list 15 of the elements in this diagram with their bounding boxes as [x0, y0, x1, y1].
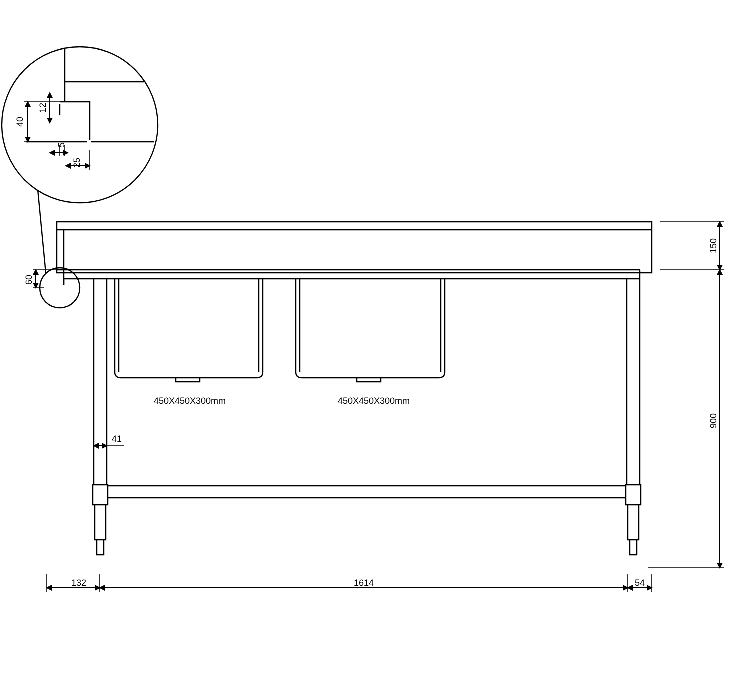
leader-line — [37, 190, 47, 274]
dimension-label: 40 — [15, 117, 25, 127]
detail-marker-circle — [39, 267, 81, 309]
dimension-label: 12 — [38, 103, 48, 113]
dimension-label: 1614 — [354, 578, 374, 588]
sink-size-label: 450X450X300mm — [154, 396, 226, 406]
dimension-label: 41 — [112, 434, 122, 444]
dimension-label: 60 — [24, 275, 34, 285]
sink-size-label: 450X450X300mm — [338, 396, 410, 406]
dimension-label: 54 — [635, 578, 646, 588]
detail-circle — [1, 46, 159, 204]
dimension-label: 150 — [708, 238, 718, 254]
dimension-label: 132 — [72, 578, 87, 588]
dimension-label: 900 — [708, 413, 718, 429]
dimension-label: 5 — [56, 142, 66, 148]
